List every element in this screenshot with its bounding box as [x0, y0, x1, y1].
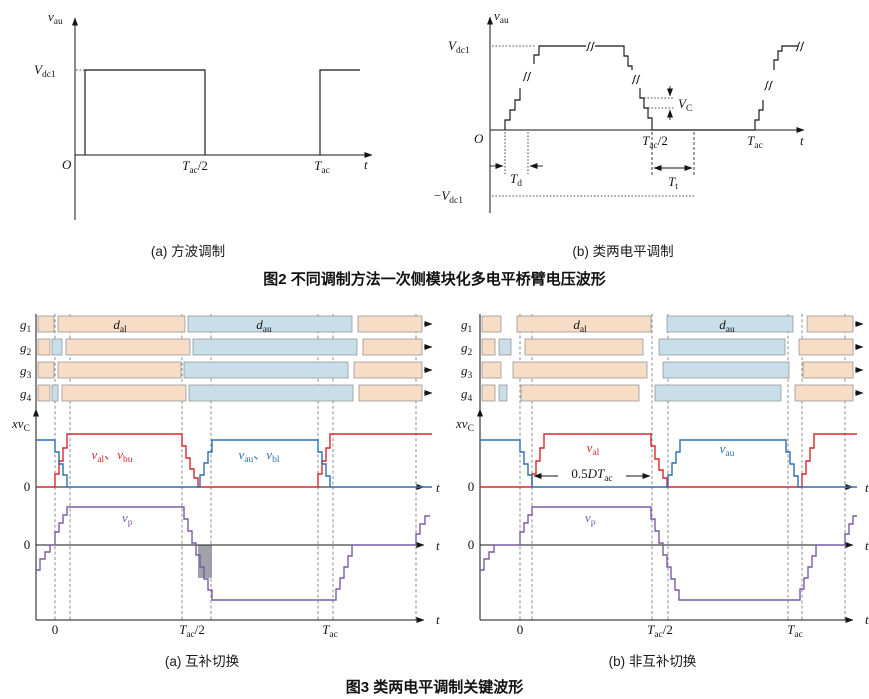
- duty-label: 0.5DTac: [571, 466, 612, 484]
- gate3-label: g3: [461, 363, 473, 381]
- tick-zero-label: 0: [52, 622, 59, 637]
- tick-full-label: Tac: [314, 158, 330, 176]
- x-axis-label: t: [800, 133, 804, 148]
- gate1-label: g1: [461, 317, 473, 335]
- wave-break-marks: [522, 41, 805, 91]
- bottom-t-label: t: [436, 612, 440, 627]
- val-vbu-waveform: [36, 433, 432, 488]
- gate4-label: g4: [461, 386, 473, 404]
- fig2a-caption: (a) 方波调制: [150, 244, 226, 259]
- dal-label: dal: [113, 317, 127, 335]
- origin-label: O: [474, 131, 484, 146]
- xvc-zero-label: 0: [468, 479, 475, 494]
- fig3a-dashed-gridlines: [54, 314, 417, 620]
- val-waveform: [480, 433, 857, 488]
- fig2b-axes: [487, 16, 805, 213]
- xvc-axis-arrow: [33, 408, 39, 417]
- xvc-axis-label: xvC: [455, 416, 474, 434]
- gate2-label: g2: [20, 340, 32, 358]
- tick-zero-label: 0: [517, 622, 524, 637]
- fig2a-plot: vau Vdc1 O Tac/2 Tac t: [34, 9, 373, 220]
- fig3a-plot: g1 g2 g3 g4 dal dau val、vbu vau、vbl xvC …: [11, 314, 440, 640]
- vp-zero-label: 0: [24, 537, 31, 552]
- fig3a-gate-arrows: [424, 321, 433, 396]
- y-axis-label: vau: [48, 9, 63, 27]
- dau-label: dau: [256, 317, 272, 335]
- gate4-label: g4: [20, 386, 32, 404]
- tick-half-label: Tac/2: [647, 622, 673, 640]
- tick-full-label: Tac: [322, 622, 338, 640]
- vp-zero-label: 0: [468, 537, 475, 552]
- tick-half-label: Tac/2: [179, 622, 205, 640]
- fig3a-gate-bars: [37, 315, 423, 402]
- fig3b-gate-bars: [481, 315, 854, 402]
- gate2-label: g2: [461, 340, 473, 358]
- fig2b-plot: vau Vdc1 −Vdc1 VC Td Tt O Tac/2 Tac t: [434, 8, 805, 213]
- td-dimension: [490, 132, 543, 174]
- xvc-axis-label: xvC: [11, 416, 30, 434]
- vc-dimension: [644, 86, 674, 120]
- staircase-wave: [504, 45, 798, 131]
- fig3a-caption: (a) 互补切换: [164, 654, 240, 669]
- tick-full-label: Tac: [747, 133, 763, 151]
- vp-label: vp: [585, 510, 596, 528]
- xvc-axis-arrow: [477, 408, 483, 417]
- fig3b-gate-arrows: [855, 321, 864, 396]
- red-wave-label: val、vbu: [92, 447, 133, 465]
- fig2a-axes: [72, 17, 373, 220]
- fig2-caption: 图2 不同调制方法一次侧模块化多电平桥臂电压波形: [263, 271, 606, 288]
- origin-label: O: [62, 157, 72, 172]
- vp-label: vp: [122, 510, 133, 528]
- vp-waveform: [36, 506, 430, 601]
- gate1-label: g1: [20, 317, 32, 335]
- fig3b-caption: (b) 非互补切换: [608, 654, 697, 669]
- dau-label: dau: [719, 317, 735, 335]
- tick-full-label: Tac: [787, 622, 803, 640]
- fig3b-plot: g1 g2 g3 g4 dal dau val vau 0.5DTac xvC …: [455, 314, 869, 640]
- commutation-shade: [198, 545, 212, 578]
- xvc-zero-label: 0: [24, 479, 31, 494]
- blue-wave-label: vau、vbl: [239, 447, 280, 465]
- tick-half-label: Tac/2: [182, 158, 208, 176]
- xvc-t-label: t: [436, 480, 440, 495]
- td-label: Td: [510, 171, 522, 189]
- bottom-t-label: t: [865, 612, 869, 627]
- vp-waveform: [480, 506, 857, 601]
- red-wave-label: val: [587, 440, 600, 458]
- vdc1-label: Vdc1: [448, 38, 470, 56]
- blue-wave-label: vau: [720, 441, 735, 459]
- fig2b-caption: (b) 类两电平调制: [572, 244, 674, 259]
- vp-t-label: t: [865, 538, 869, 553]
- tt-dimension: [651, 132, 695, 176]
- duty-dimension: [533, 466, 651, 480]
- vau-waveform: [480, 439, 857, 488]
- tt-label: Tt: [668, 174, 678, 192]
- neg-vdc1-label: −Vdc1: [434, 188, 463, 206]
- xvc-t-label: t: [865, 480, 869, 495]
- vc-label: VC: [678, 96, 692, 114]
- fig3-caption: 图3 类两电平调制关键波形: [345, 679, 524, 696]
- vp-t-label: t: [436, 538, 440, 553]
- vau-vbl-waveform: [36, 439, 432, 488]
- fig3b-dashed-gridlines: [519, 314, 846, 620]
- y-axis-label: vau: [494, 8, 509, 26]
- vdc1-label: Vdc1: [34, 62, 56, 80]
- x-axis-label: t: [364, 157, 368, 172]
- gate3-label: g3: [20, 363, 32, 381]
- tick-half-label: Tac/2: [642, 133, 668, 151]
- dal-label: dal: [573, 317, 587, 335]
- square-wave: [84, 69, 360, 155]
